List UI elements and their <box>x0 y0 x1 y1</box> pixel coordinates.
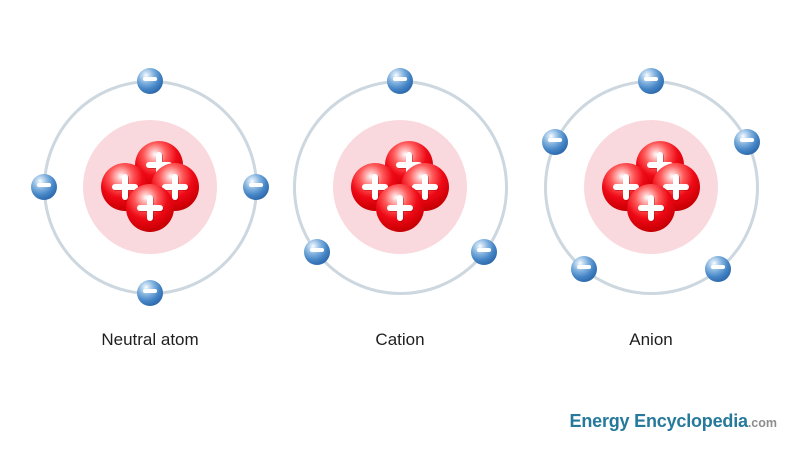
electron <box>571 256 598 283</box>
electron <box>541 129 568 156</box>
plus-icon <box>112 174 138 200</box>
electron <box>704 256 731 283</box>
plus-icon <box>412 174 438 200</box>
brand-name: Energy Encyclopedia <box>569 411 748 431</box>
electron <box>137 68 163 94</box>
minus-icon <box>547 138 562 143</box>
proton <box>376 184 424 232</box>
plus-icon <box>387 195 413 221</box>
electron <box>470 239 497 266</box>
plus-icon <box>362 174 388 200</box>
plus-icon <box>162 174 188 200</box>
minus-icon <box>577 265 592 270</box>
minus-icon <box>710 265 725 270</box>
plus-icon <box>613 174 639 200</box>
plus-icon <box>647 152 673 178</box>
minus-icon <box>37 182 51 187</box>
minus-icon <box>143 288 157 293</box>
electron <box>387 68 413 94</box>
atom-label: Neutral atom <box>101 330 199 349</box>
minus-icon <box>249 182 263 187</box>
atom-label: Anion <box>629 330 673 349</box>
electron <box>734 129 761 156</box>
plus-icon <box>137 195 163 221</box>
brand-domain-suffix: .com <box>747 416 777 430</box>
brand-logo: Energy Encyclopedia.com <box>570 412 777 432</box>
plus-icon <box>146 152 172 178</box>
plus-icon <box>663 174 689 200</box>
minus-icon <box>476 248 491 253</box>
electron <box>303 239 330 266</box>
minus-icon <box>644 76 658 81</box>
proton <box>627 184 675 232</box>
minus-icon <box>393 76 407 81</box>
plus-icon <box>396 152 422 178</box>
minus-icon <box>143 76 157 81</box>
electron <box>638 68 664 94</box>
proton <box>126 184 174 232</box>
minus-icon <box>740 138 755 143</box>
minus-icon <box>309 248 324 253</box>
electron <box>31 174 57 200</box>
electron <box>243 174 269 200</box>
plus-icon <box>638 195 664 221</box>
atom-label: Cation <box>375 330 425 349</box>
electron <box>137 280 163 306</box>
